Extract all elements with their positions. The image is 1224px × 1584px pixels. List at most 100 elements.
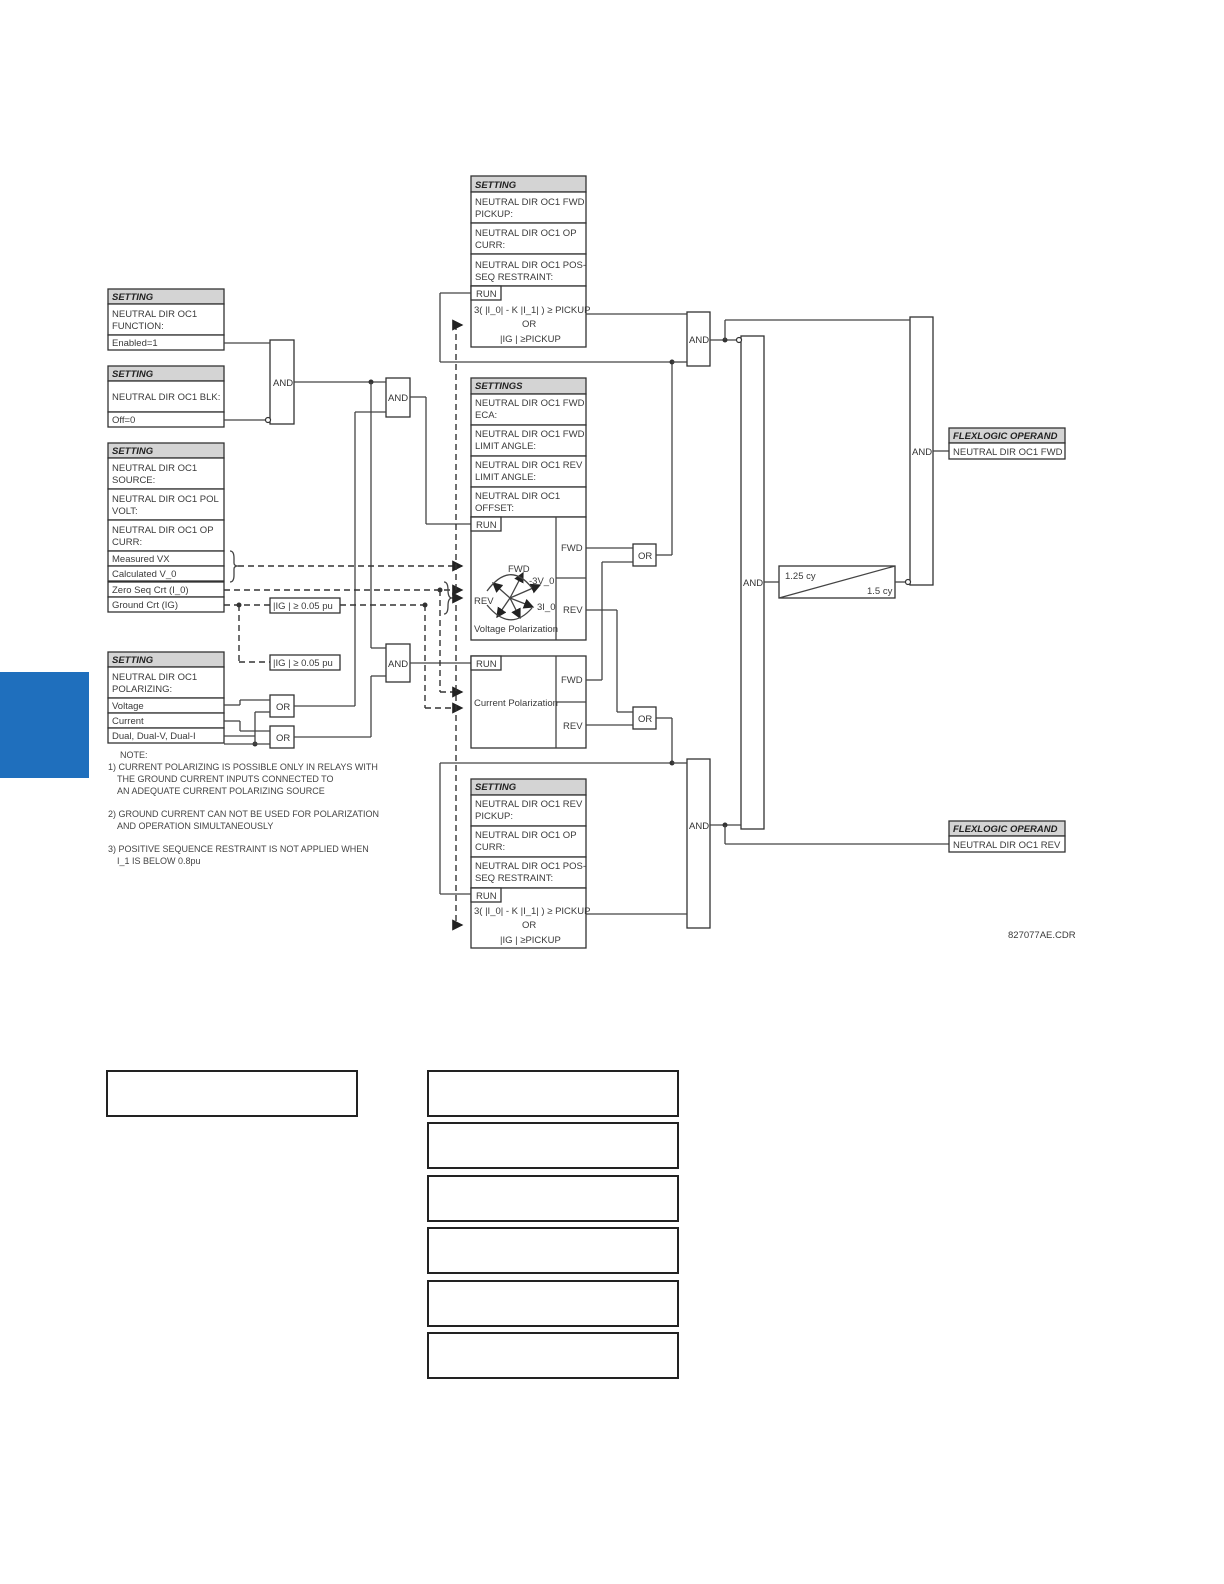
- svg-text:1.5 cy: 1.5 cy: [867, 586, 893, 597]
- svg-text:PICKUP:: PICKUP:: [475, 811, 513, 822]
- dashed-signals: [224, 319, 464, 931]
- svg-text:|IG | ≥PICKUP: |IG | ≥PICKUP: [500, 334, 561, 345]
- svg-text:SOURCE:: SOURCE:: [112, 475, 155, 486]
- svg-text:Voltage Polarization: Voltage Polarization: [474, 624, 558, 635]
- empty-box-5: [427, 1280, 679, 1327]
- and-gate-current: AND: [385, 643, 411, 683]
- svg-text:AND OPERATION SIMULTANEOUSLY: AND OPERATION SIMULTANEOUSLY: [117, 821, 273, 831]
- svg-text:NEUTRAL DIR OC1 FWD: NEUTRAL DIR OC1 FWD: [475, 197, 585, 208]
- svg-text:RUN: RUN: [476, 891, 497, 902]
- svg-text:NEUTRAL DIR OC1 FWD: NEUTRAL DIR OC1 FWD: [953, 447, 1063, 458]
- svg-text:AND: AND: [689, 821, 709, 832]
- or-gate-current: OR: [269, 725, 295, 749]
- svg-text:NEUTRAL DIR OC1 FWD: NEUTRAL DIR OC1 FWD: [475, 429, 585, 440]
- and-gate-voltage: AND: [385, 377, 411, 418]
- svg-text:SETTING: SETTING: [112, 369, 154, 380]
- function-value: Enabled=1: [112, 338, 158, 349]
- current-polarization-block: RUN Current Polarization FWD REV: [470, 655, 587, 749]
- svg-text:LIMIT ANGLE:: LIMIT ANGLE:: [475, 472, 536, 483]
- svg-text:OR: OR: [276, 733, 290, 744]
- svg-text:NEUTRAL DIR OC1 REV: NEUTRAL DIR OC1 REV: [475, 460, 583, 471]
- svg-text:AND: AND: [689, 335, 709, 346]
- svg-text:AND: AND: [273, 378, 293, 389]
- and-gate-fwd: AND: [686, 311, 711, 367]
- svg-text:RUN: RUN: [476, 520, 497, 531]
- rev-overcurrent-block: SETTING NEUTRAL DIR OC1 REV PICKUP: NEUT…: [470, 778, 590, 949]
- svg-text:AND: AND: [912, 447, 932, 458]
- svg-text:AN ADEQUATE CURRENT POLARIZING: AN ADEQUATE CURRENT POLARIZING SOURCE: [117, 786, 325, 796]
- svg-text:Current Polarization: Current Polarization: [474, 698, 558, 709]
- phasor-diagram-icon: [486, 571, 542, 621]
- pickup-dropout-timer: 1.25 cy 1.5 cy: [778, 565, 896, 599]
- chapter-side-tab: [0, 672, 89, 778]
- svg-text:SETTINGS: SETTINGS: [475, 381, 523, 392]
- svg-text:THE GROUND CURRENT INPUTS CONN: THE GROUND CURRENT INPUTS CONNECTED TO: [117, 774, 334, 784]
- svg-text:CURR:: CURR:: [112, 537, 142, 548]
- ig-threshold-1: |IG | ≥ 0.05 pu: [269, 597, 341, 614]
- polarizing-item: Voltage: [112, 701, 144, 712]
- run-wiring: [439, 292, 672, 895]
- svg-text:FLEXLOGIC OPERAND: FLEXLOGIC OPERAND: [953, 824, 1058, 835]
- svg-text:1.25 cy: 1.25 cy: [785, 571, 816, 582]
- and-gate-block: AND: [740, 335, 765, 830]
- svg-text:SEQ RESTRAINT:: SEQ RESTRAINT:: [475, 873, 553, 884]
- empty-box-left: [106, 1070, 358, 1117]
- svg-text:NEUTRAL DIR OC1: NEUTRAL DIR OC1: [112, 463, 197, 474]
- and-gate-rev: AND: [686, 758, 711, 929]
- svg-text:-3V_0: -3V_0: [529, 576, 554, 587]
- svg-text:REV: REV: [563, 721, 583, 732]
- svg-text:POLARIZING:: POLARIZING:: [112, 684, 172, 695]
- blk-value: Off=0: [112, 415, 135, 426]
- svg-text:FLEXLOGIC OPERAND: FLEXLOGIC OPERAND: [953, 431, 1058, 442]
- svg-text:CURR:: CURR:: [475, 842, 505, 853]
- svg-text:FUNCTION:: FUNCTION:: [112, 321, 164, 332]
- empty-box-6: [427, 1332, 679, 1379]
- voltage-polarization-block: SETTINGS NEUTRAL DIR OC1 FWD ECA: NEUTRA…: [470, 377, 587, 641]
- svg-text:RUN: RUN: [476, 289, 497, 300]
- svg-text:AND: AND: [388, 393, 408, 404]
- or-gate-rev: OR: [632, 706, 657, 730]
- svg-text:AND: AND: [388, 659, 408, 670]
- setting-source-block: SETTING NEUTRAL DIR OC1 SOURCE: NEUTRAL …: [107, 442, 225, 613]
- source-item: Zero Seq Crt (I_0): [112, 585, 189, 596]
- svg-text:NOTE:: NOTE:: [120, 750, 148, 760]
- svg-text:FWD: FWD: [561, 675, 583, 686]
- svg-text:NEUTRAL DIR OC1: NEUTRAL DIR OC1: [112, 672, 197, 683]
- svg-text:2) GROUND CURRENT CAN NOT BE U: 2) GROUND CURRENT CAN NOT BE USED FOR PO…: [108, 809, 379, 819]
- svg-text:OFFSET:: OFFSET:: [475, 503, 514, 514]
- polarizing-item: Current: [112, 716, 144, 727]
- svg-text:3I_0: 3I_0: [537, 602, 556, 613]
- and-gate-output-fwd: AND: [909, 316, 934, 586]
- drawing-id: 827077AE.CDR: [1008, 930, 1076, 941]
- svg-text:|IG | ≥ 0.05 pu: |IG | ≥ 0.05 pu: [273, 601, 333, 612]
- svg-text:NEUTRAL DIR OC1 POL: NEUTRAL DIR OC1 POL: [112, 494, 219, 505]
- svg-text:3( |I_0| - K |I_1| ) ≥ PICKUP: 3( |I_0| - K |I_1| ) ≥ PICKUP: [474, 305, 590, 316]
- svg-text:SETTING: SETTING: [475, 782, 517, 793]
- svg-text:NEUTRAL DIR OC1 OP: NEUTRAL DIR OC1 OP: [475, 228, 577, 239]
- svg-text:NEUTRAL DIR OC1 REV: NEUTRAL DIR OC1 REV: [953, 840, 1061, 851]
- setting-function-block: SETTING NEUTRAL DIR OC1 FUNCTION: Enable…: [107, 288, 225, 351]
- svg-text:REV: REV: [563, 605, 583, 616]
- empty-box-1: [427, 1070, 679, 1117]
- svg-text:NEUTRAL DIR OC1 BLK:: NEUTRAL DIR OC1 BLK:: [112, 392, 220, 403]
- svg-text:REV: REV: [474, 596, 494, 607]
- ig-threshold-2: |IG | ≥ 0.05 pu: [269, 654, 341, 671]
- mid-wiring: [586, 313, 949, 915]
- svg-text:3( |I_0| - K |I_1| ) ≥ PICKUP: 3( |I_0| - K |I_1| ) ≥ PICKUP: [474, 906, 590, 917]
- source-item: Calculated V_0: [112, 569, 176, 580]
- setting-polarizing-block: SETTING NEUTRAL DIR OC1 POLARIZING: Volt…: [107, 651, 225, 744]
- svg-text:I_1 IS BELOW 0.8pu: I_1 IS BELOW 0.8pu: [117, 856, 201, 866]
- or-gate-voltage: OR: [269, 694, 295, 718]
- svg-text:OR: OR: [522, 920, 536, 931]
- polarizing-item: Dual, Dual-V, Dual-I: [112, 731, 196, 742]
- svg-text:VOLT:: VOLT:: [112, 506, 138, 517]
- svg-text:LIMIT ANGLE:: LIMIT ANGLE:: [475, 441, 536, 452]
- setting-blk-block: SETTING NEUTRAL DIR OC1 BLK: Off=0: [107, 365, 225, 428]
- svg-text:NEUTRAL DIR OC1 POS-: NEUTRAL DIR OC1 POS-: [475, 861, 586, 872]
- svg-text:|IG | ≥ 0.05 pu: |IG | ≥ 0.05 pu: [273, 658, 333, 669]
- svg-text:|IG | ≥PICKUP: |IG | ≥PICKUP: [500, 935, 561, 946]
- svg-text:NEUTRAL DIR OC1 POS-: NEUTRAL DIR OC1 POS-: [475, 260, 586, 271]
- left-wiring: [224, 342, 472, 747]
- svg-text:AND: AND: [743, 578, 763, 589]
